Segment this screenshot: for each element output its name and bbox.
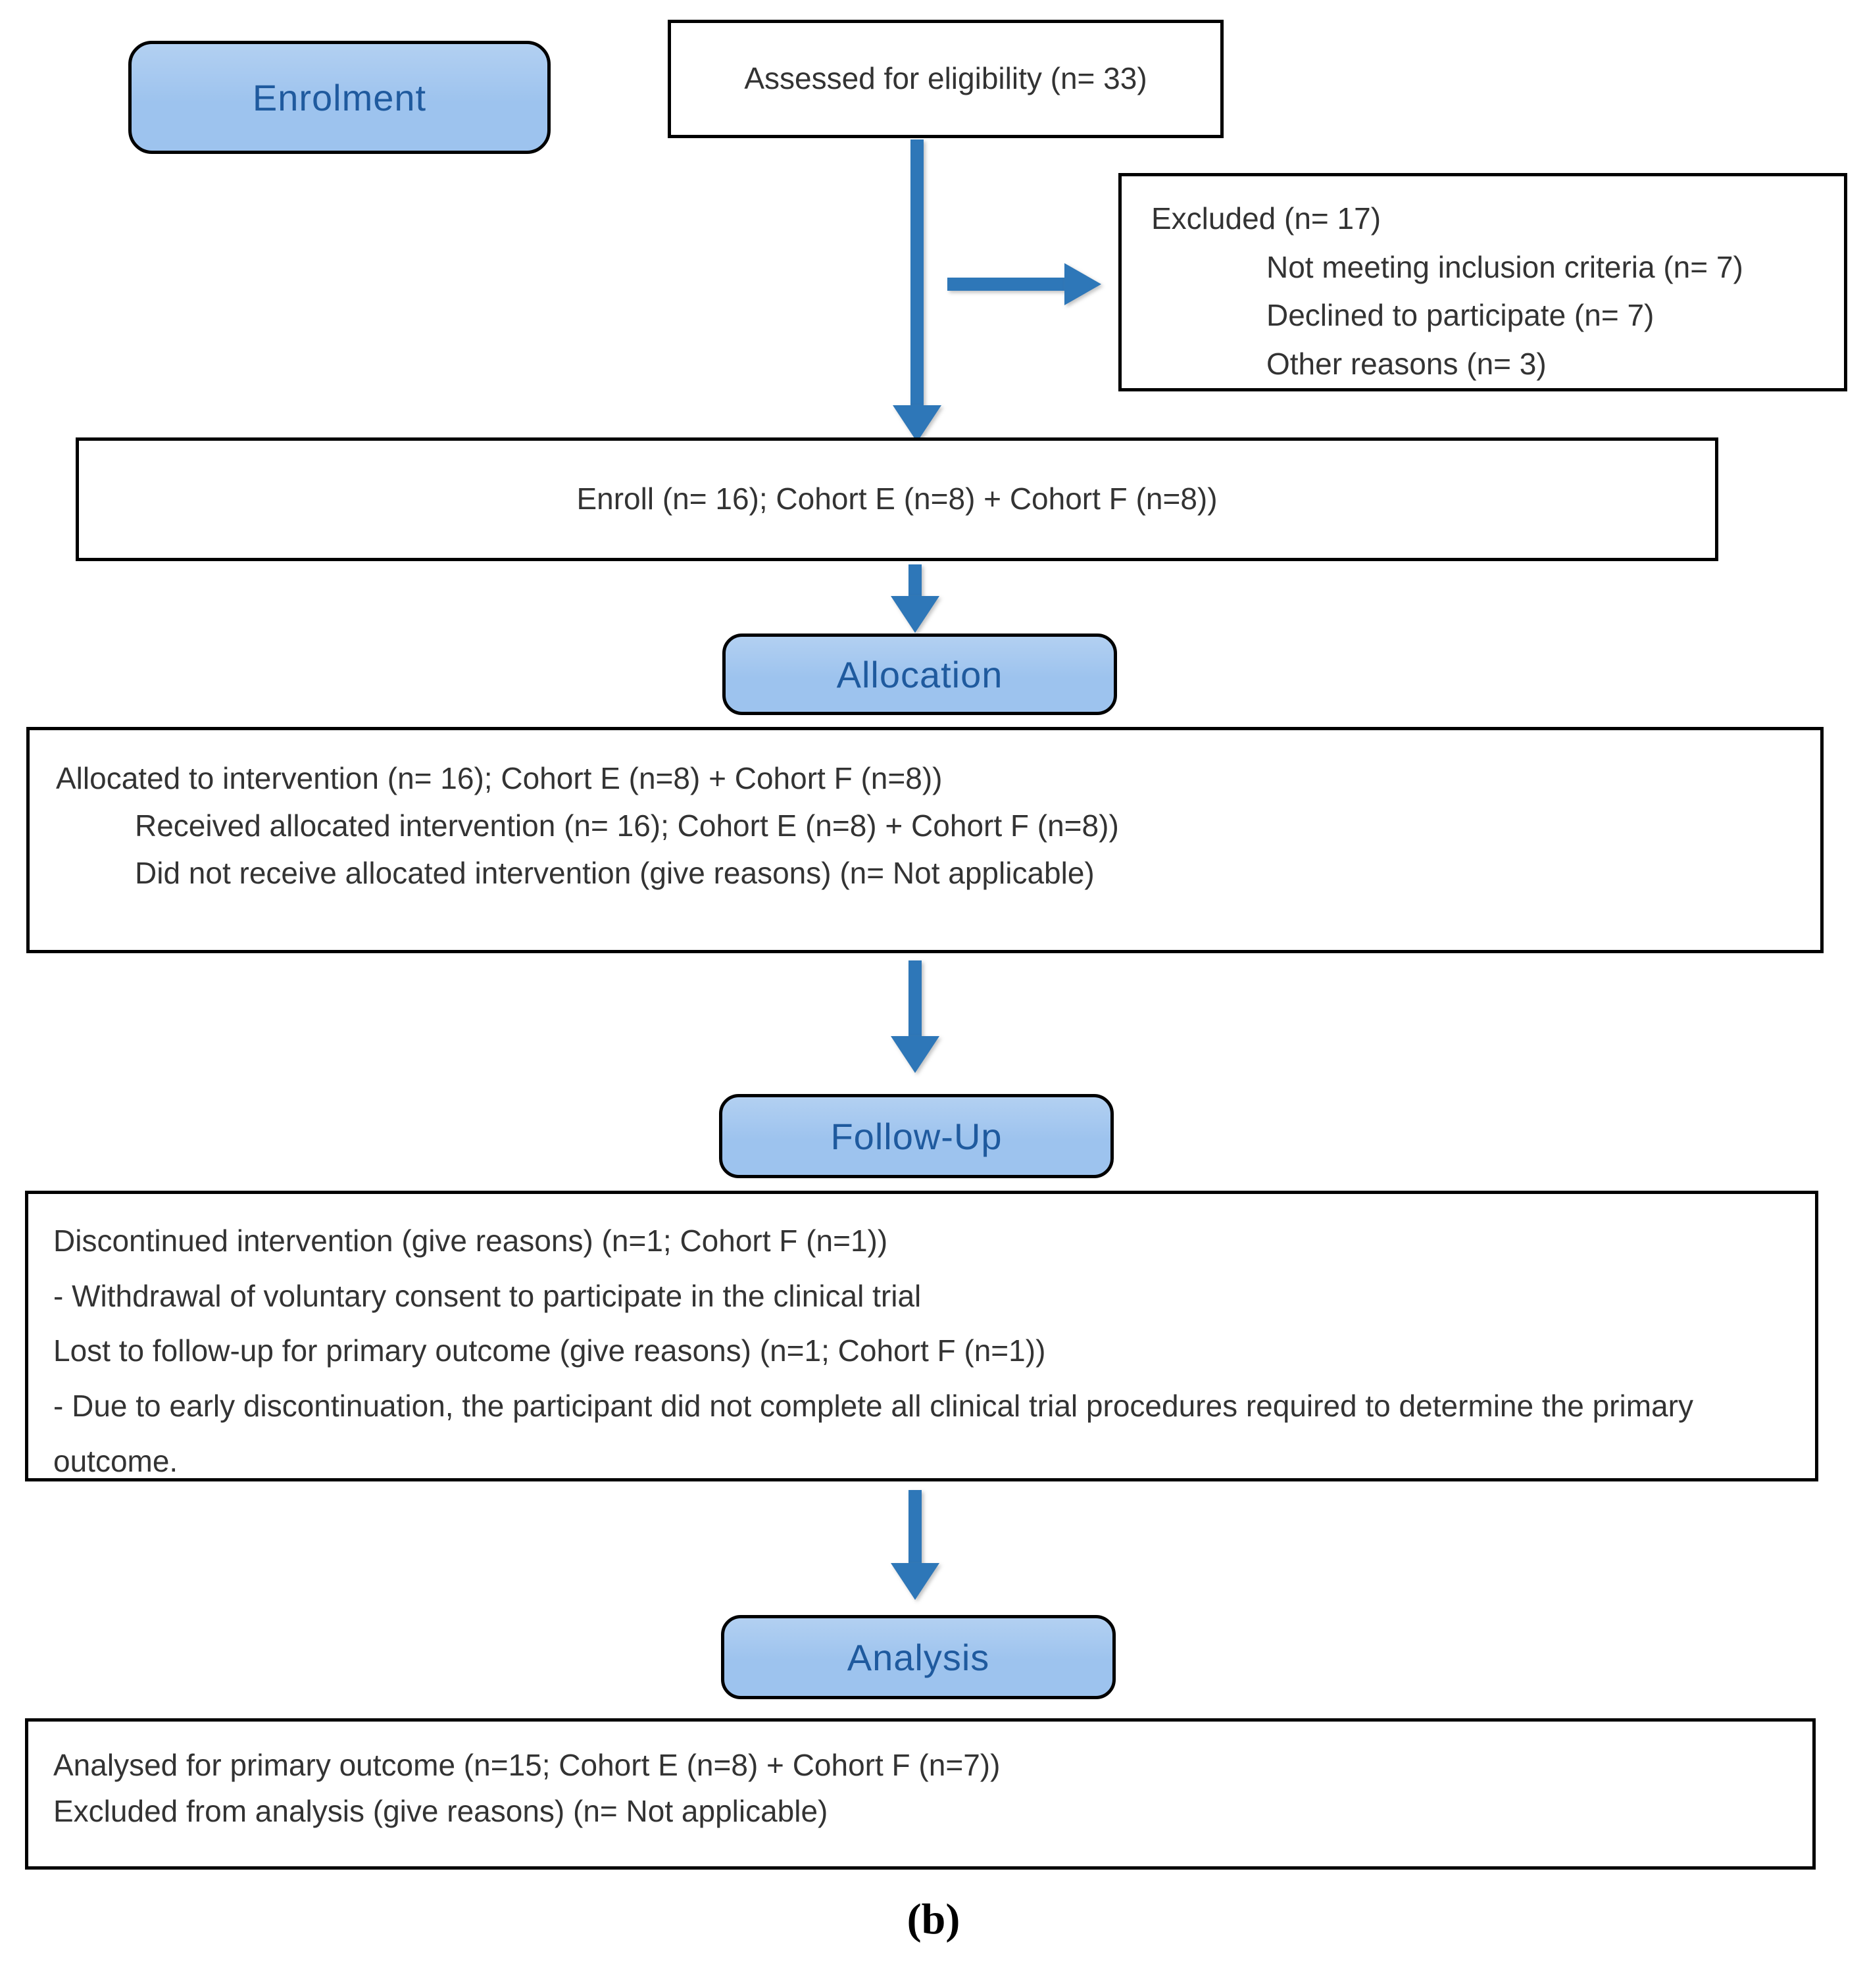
followup-line: Discontinued intervention (give reasons)…	[53, 1224, 888, 1258]
analysed-line: Analysed for primary outcome (n=15; Coho…	[53, 1748, 1001, 1782]
arrow-shaft	[909, 960, 922, 1037]
arrow-down-icon	[891, 1563, 939, 1600]
allocated-item: Received allocated intervention (n= 16);…	[135, 808, 1119, 843]
assessed-box: Assessed for eligibility (n= 33)	[668, 20, 1224, 138]
arrow-down-icon	[891, 596, 939, 633]
followup-box: Discontinued intervention (give reasons)…	[25, 1191, 1818, 1481]
analysed-line: Excluded from analysis (give reasons) (n…	[53, 1793, 828, 1828]
arrow-shaft	[947, 278, 1066, 291]
arrow-shaft	[910, 139, 924, 405]
enroll-text: Enroll (n= 16); Cohort E (n=8) + Cohort …	[576, 482, 1218, 516]
stage-followup-label: Follow-Up	[830, 1115, 1003, 1157]
figure-label: (b)	[907, 1895, 960, 1943]
arrow-down-icon	[891, 1036, 939, 1073]
arrow-down-icon	[893, 405, 941, 442]
stage-allocation: Allocation	[722, 634, 1117, 715]
allocated-title: Allocated to intervention (n= 16); Cohor…	[56, 761, 943, 795]
excluded-title: Excluded (n= 17)	[1151, 201, 1382, 236]
arrow-shaft	[909, 1490, 922, 1564]
arrow-right-icon	[1064, 263, 1101, 305]
allocated-item: Did not receive allocated intervention (…	[135, 855, 1095, 890]
excluded-item: Not meeting inclusion criteria (n= 7)	[1266, 249, 1743, 284]
stage-analysis-label: Analysis	[847, 1636, 990, 1678]
stage-allocation-label: Allocation	[836, 653, 1003, 695]
excluded-item: Declined to participate (n= 7)	[1266, 298, 1655, 333]
stage-enrolment: Enrolment	[128, 41, 551, 154]
followup-line: Lost to follow-up for primary outcome (g…	[53, 1333, 1046, 1368]
excluded-item: Other reasons (n= 3)	[1266, 346, 1547, 381]
assessed-text: Assessed for eligibility (n= 33)	[744, 61, 1147, 96]
followup-line: - Withdrawal of voluntary consent to par…	[53, 1278, 922, 1313]
stage-followup: Follow-Up	[719, 1094, 1114, 1178]
stage-enrolment-label: Enrolment	[252, 76, 427, 118]
analysed-box: Analysed for primary outcome (n=15; Coho…	[25, 1718, 1816, 1870]
stage-analysis: Analysis	[721, 1615, 1116, 1699]
enroll-box: Enroll (n= 16); Cohort E (n=8) + Cohort …	[76, 437, 1718, 561]
allocated-box: Allocated to intervention (n= 16); Cohor…	[26, 727, 1824, 953]
arrow-shaft	[909, 564, 922, 597]
followup-line: - Due to early discontinuation, the part…	[53, 1389, 1693, 1478]
excluded-box: Excluded (n= 17) Not meeting inclusion c…	[1118, 173, 1847, 391]
